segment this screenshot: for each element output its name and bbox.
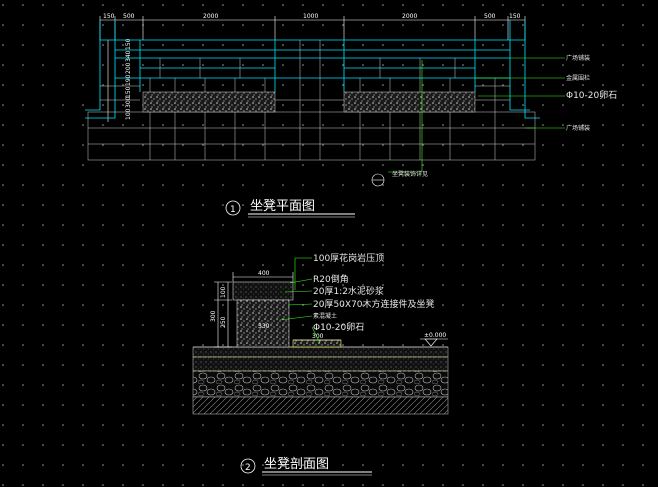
section-label-pebbles: Φ10-20卵石 [313,322,364,333]
section-inner-dim: 330 [258,323,270,330]
section-label-plain-concrete: 素混凝土 [313,312,337,320]
plan-view: 150 500 2000 1000 2000 500 150 150 340 2… [85,13,617,218]
section-elevation: ±0.000 [424,332,446,339]
section-bottom-dim: 300 [312,333,324,340]
plan-label-railing: 金属围栏 [566,74,590,82]
plan-left-dim-6: 100 [125,108,132,120]
plan-dim-0: 150 [103,13,115,20]
plan-dim-4: 2000 [402,13,417,20]
plan-label-paving-bottom: 广场铺装 [566,124,590,132]
bench-core [236,299,290,348]
plan-dim-3: 1000 [303,13,318,20]
pebble-bed-left [142,91,276,113]
plan-left-dim-4: 150 [125,86,132,98]
plan-label-pebbles: Φ10-20卵石 [566,90,617,101]
section-label-mortar: 20厚1:2水泥砂浆 [313,285,384,297]
plan-dim-6: 150 [509,13,521,20]
section-top-dim: 400 [258,270,270,277]
plan-dim-1: 500 [123,13,135,20]
plan-left-dim-3: 190 [125,74,132,86]
section-title-number: 2 [245,463,251,473]
plan-label-paving-top: 广场铺装 [566,54,590,62]
plan-dim-2: 2000 [203,13,218,20]
section-pebble-strip [292,339,342,348]
section-left-dim-2: 300 [210,310,217,322]
plan-left-dim-2: 200 [125,62,132,74]
plan-title-number: 1 [230,205,236,215]
concrete-layer [192,356,449,372]
section-view: 400 100 250 300 330 300 ±0.000 100厚花岗岩压顶… [192,252,449,476]
elevation-marker-icon [420,338,448,347]
plan-left-dim-5: 300 [125,96,132,108]
plan-title: 坐凳平面图 [250,198,315,214]
section-label-timber: 20厚50X70木方连接件及坐凳 [313,298,435,310]
plan-left-dim-1: 340 [125,50,132,62]
compacted-soil-layer [192,396,449,415]
section-title: 坐凳剖面图 [264,456,329,472]
section-label-granite: 100厚花岗岩压顶 [313,252,384,264]
reference-marker-icon [371,173,385,187]
plan-pointer-label: 坐凳装饰详见 [392,170,428,178]
plan-title-block: 1 坐凳平面图 [225,198,355,218]
section-left-dim-1: 250 [220,316,227,328]
plan-dim-5: 500 [484,13,496,20]
paving-layer [192,346,449,358]
stone-layer [192,370,449,398]
plan-left-dim-0: 150 [125,38,132,50]
bench-cap [232,281,294,301]
section-left-dim-0: 100 [220,286,227,298]
section-title-block: 2 坐凳剖面图 [240,456,372,476]
pebble-bed-right [343,91,476,113]
section-label-chamfer: R20倒角 [313,273,349,285]
